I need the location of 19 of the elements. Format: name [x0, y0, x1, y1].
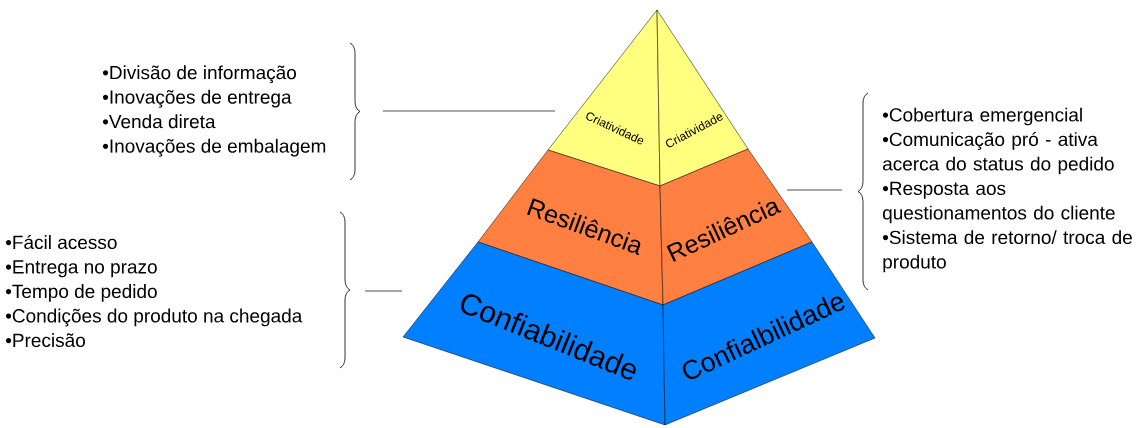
leader-line — [364, 290, 403, 292]
node-label: •Condições do produto na chegada — [5, 308, 303, 327]
node-label: •Inovações de entrega — [102, 89, 292, 108]
leader-line — [786, 189, 843, 191]
node-label: •Inovações de embalagem — [102, 138, 326, 157]
bullet-list: •Divisão de informação •Inovações de entrega •Venda direta •Inovações de embalagem — [102, 65, 326, 157]
node-label: •Fácil acesso — [5, 234, 117, 250]
node-label: •Resposta aos questionamentos do cliente — [882, 181, 1115, 224]
node-label: •Tempo de pedido — [5, 284, 157, 302]
bullet-list: •Cobertura emergencial •Comunicação pró - ativa acerca do status do pedido •Resposta aos questionamentos do cliente •Sistema de retorno/ troca de produto — [882, 107, 1132, 273]
node-label: •Venda direta — [102, 114, 216, 129]
node-label: •Divisão de informação — [102, 65, 296, 84]
bullet-list: •Fácil acesso •Entrega no prazo •Tempo de pedido •Condições do produto na chegada •Precisão — [5, 234, 303, 348]
node-label: •Cobertura emergencial — [882, 107, 1082, 126]
node-label: •Comunicação pró - ativa acerca do status do pedido — [882, 131, 1114, 175]
leader-line — [382, 110, 556, 112]
node-label: •Entrega no prazo — [5, 260, 157, 278]
node-label: •Precisão — [5, 333, 85, 348]
node-label: •Sistema de retorno/ troca de produto — [882, 230, 1132, 273]
